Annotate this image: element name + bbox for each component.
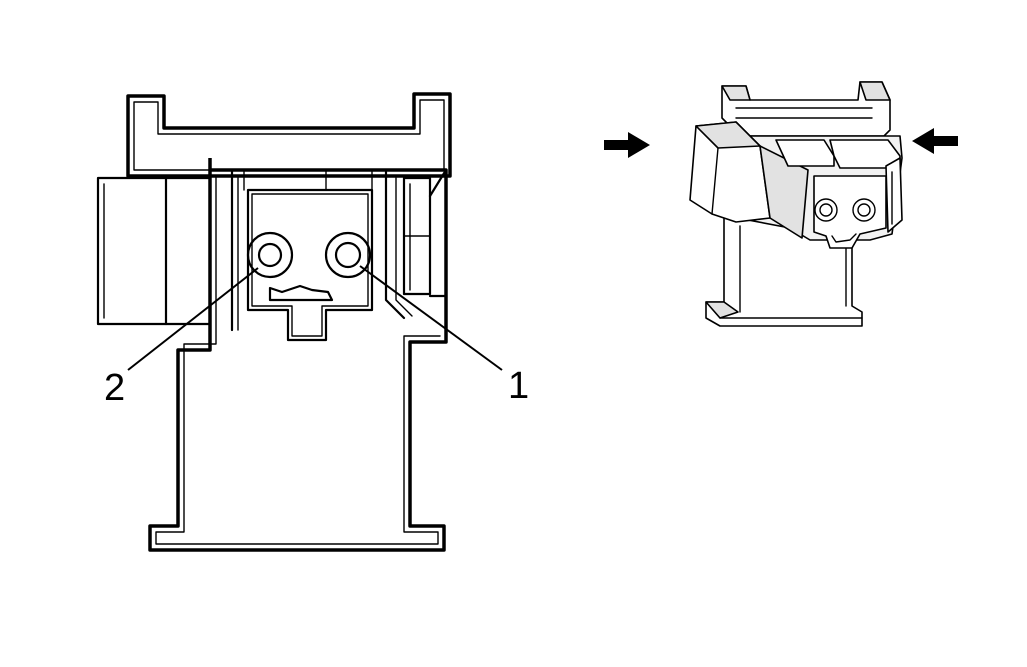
top-latch-frame (126, 92, 452, 178)
pin-2-leader (127, 267, 259, 371)
iso-pin-2-hole (852, 198, 876, 222)
pin-2-hole (246, 231, 294, 279)
pin-1-hole (324, 231, 372, 279)
pin-1-leader (359, 265, 503, 371)
pin-2-label: 2 (104, 367, 125, 409)
arrow-right-icon (604, 132, 650, 158)
connector-front-view: 2 1 (96, 92, 529, 552)
pin-1-label: 1 (508, 365, 529, 407)
terminal-face (246, 188, 374, 342)
iso-pin-1-hole (814, 198, 838, 222)
key-notch (268, 284, 334, 302)
iso-terminal-face (813, 175, 887, 249)
side-lock-block (96, 176, 212, 326)
connector-isometric-view (604, 81, 958, 327)
arrow-left-icon (912, 128, 958, 154)
housing-body (148, 158, 448, 552)
